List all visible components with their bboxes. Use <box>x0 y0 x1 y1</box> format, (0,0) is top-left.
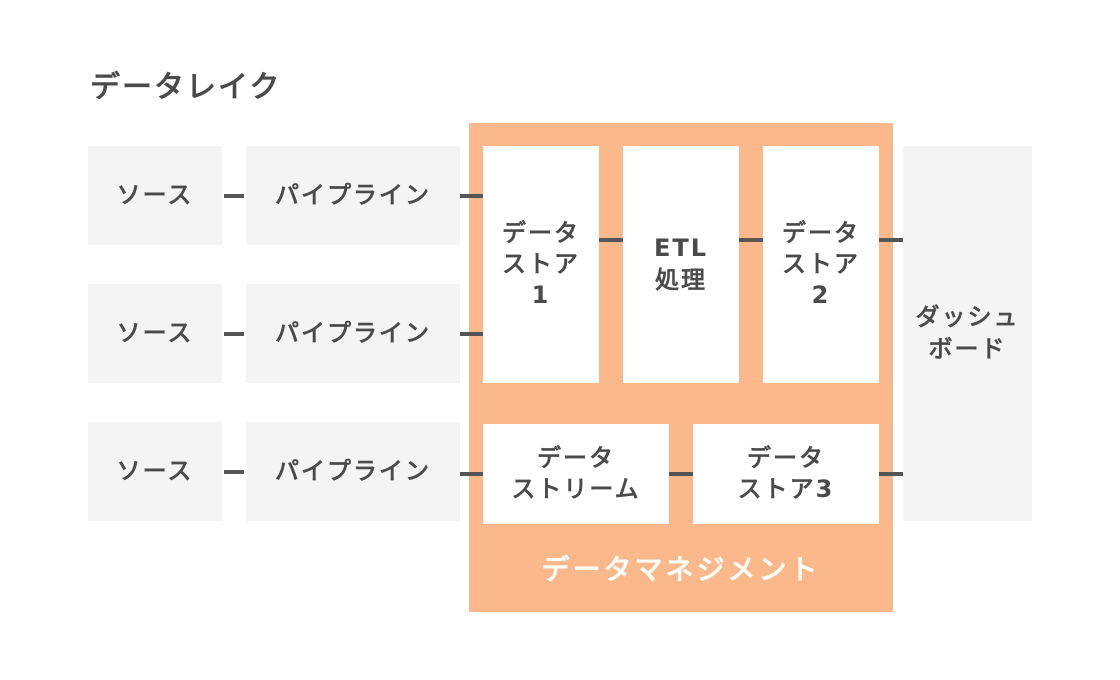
connector-source-pipeline-1 <box>224 194 244 198</box>
connector-store2-dashboard <box>879 238 903 242</box>
diagram-title: データレイク <box>90 70 282 105</box>
connector-store1-etl <box>599 238 623 242</box>
data-store-3-node: データ ストア3 <box>693 424 879 524</box>
data-store-2-node: データ ストア 2 <box>763 146 879 383</box>
source-node-3: ソース <box>88 422 222 521</box>
connector-stream-store3 <box>669 472 693 476</box>
data-stream-node: データ ストリーム <box>483 424 669 524</box>
data-management-label: データマネジメント <box>541 553 821 586</box>
connector-store3-dashboard <box>879 472 903 476</box>
source-node-2: ソース <box>88 284 222 383</box>
dashboard-node: ダッシュ ボード <box>903 146 1032 521</box>
connector-pipeline-store1-2 <box>460 332 483 336</box>
connector-source-pipeline-2 <box>224 332 244 336</box>
data-store-1-node: データ ストア 1 <box>483 146 599 383</box>
source-node-1: ソース <box>88 146 222 245</box>
etl-process-node: ETL 処理 <box>623 146 739 383</box>
pipeline-node-2: パイプライン <box>246 284 460 383</box>
pipeline-node-1: パイプライン <box>246 146 460 245</box>
connector-etl-store2 <box>739 238 763 242</box>
connector-pipeline-stream <box>460 472 483 476</box>
pipeline-node-3: パイプライン <box>246 422 460 521</box>
connector-source-pipeline-3 <box>224 470 244 474</box>
connector-pipeline-store1-1 <box>460 194 483 198</box>
